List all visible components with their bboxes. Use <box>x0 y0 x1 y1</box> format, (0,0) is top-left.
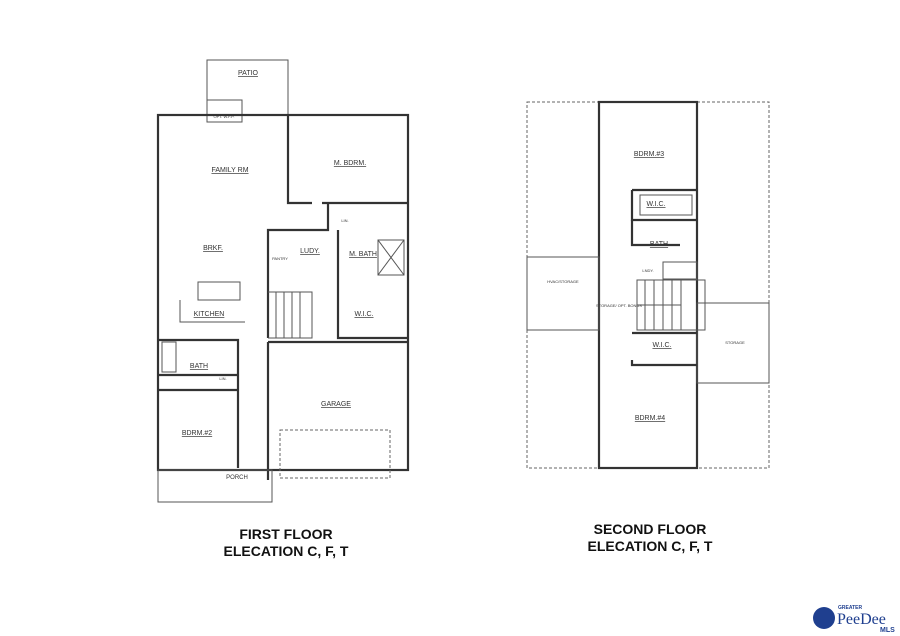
room-hvac-storage: HVAC/STORAGE <box>547 279 579 284</box>
greater-peedee-mls-logo: GREATER PeeDee MLS <box>812 600 898 634</box>
room-porch: PORCH <box>226 475 248 481</box>
svg-text:GREATER: GREATER <box>838 605 862 611</box>
room-linen: LIN. <box>341 218 348 223</box>
room-fireplace: OPT. W.F.P. <box>213 114 234 119</box>
hvac-storage-area <box>526 256 600 331</box>
second-floor-title: SECOND FLOOR ELECATION C, F, T <box>587 521 713 554</box>
room-kitchen: KITCHEN <box>194 311 225 318</box>
room-master-wic: W.I.C. <box>354 311 373 318</box>
room-bedroom-3: BDRM.#3 <box>634 151 664 158</box>
room-laundry: LUDY. <box>300 248 320 255</box>
room-master-bedroom: M. BDRM. <box>334 160 366 167</box>
room-bedroom-4: BDRM.#4 <box>635 415 665 422</box>
room-attic-storage: STORAGE/ OPT. BONUS <box>596 303 642 308</box>
room-bath-upper: BATH <box>650 241 668 248</box>
room-storage: STORAGE <box>725 340 745 345</box>
room-wic-lower: W.I.C. <box>652 342 671 349</box>
room-family: FAMILY RM <box>211 167 248 174</box>
storage-area <box>696 302 770 384</box>
room-patio: PATIO <box>238 70 259 77</box>
room-breakfast: BRKF. <box>203 245 223 252</box>
kitchen-island <box>197 281 241 301</box>
garage-door <box>279 429 391 479</box>
room-garage: GARAGE <box>321 401 351 408</box>
first-floor-title: FIRST FLOOR ELECATION C, F, T <box>223 526 349 559</box>
room-master-bath: M. BATH <box>349 251 377 258</box>
room-bedroom-2: BDRM.#2 <box>182 430 212 437</box>
porch-outline <box>157 469 273 503</box>
room-laundry-upper: LNDY. <box>642 268 653 273</box>
room-pantry: PANTRY <box>272 256 288 261</box>
svg-text:MLS: MLS <box>880 627 895 634</box>
patio-outline <box>206 59 289 116</box>
svg-text:PeeDee: PeeDee <box>837 611 886 628</box>
room-bath: BATH <box>190 363 208 370</box>
room-wic-upper: W.I.C. <box>646 201 665 208</box>
fireplace <box>206 99 243 123</box>
second-floor-plan: BDRM.#3 W.I.C. BATH LNDY. HVAC/STORAGE S… <box>526 100 770 470</box>
exterior-walls <box>156 113 410 472</box>
room-linen-2: LIN. <box>219 376 226 381</box>
first-floor-plan: PATIO OPT. W.F.P. FAMILY RM M. BDRM. BRK… <box>156 59 410 503</box>
